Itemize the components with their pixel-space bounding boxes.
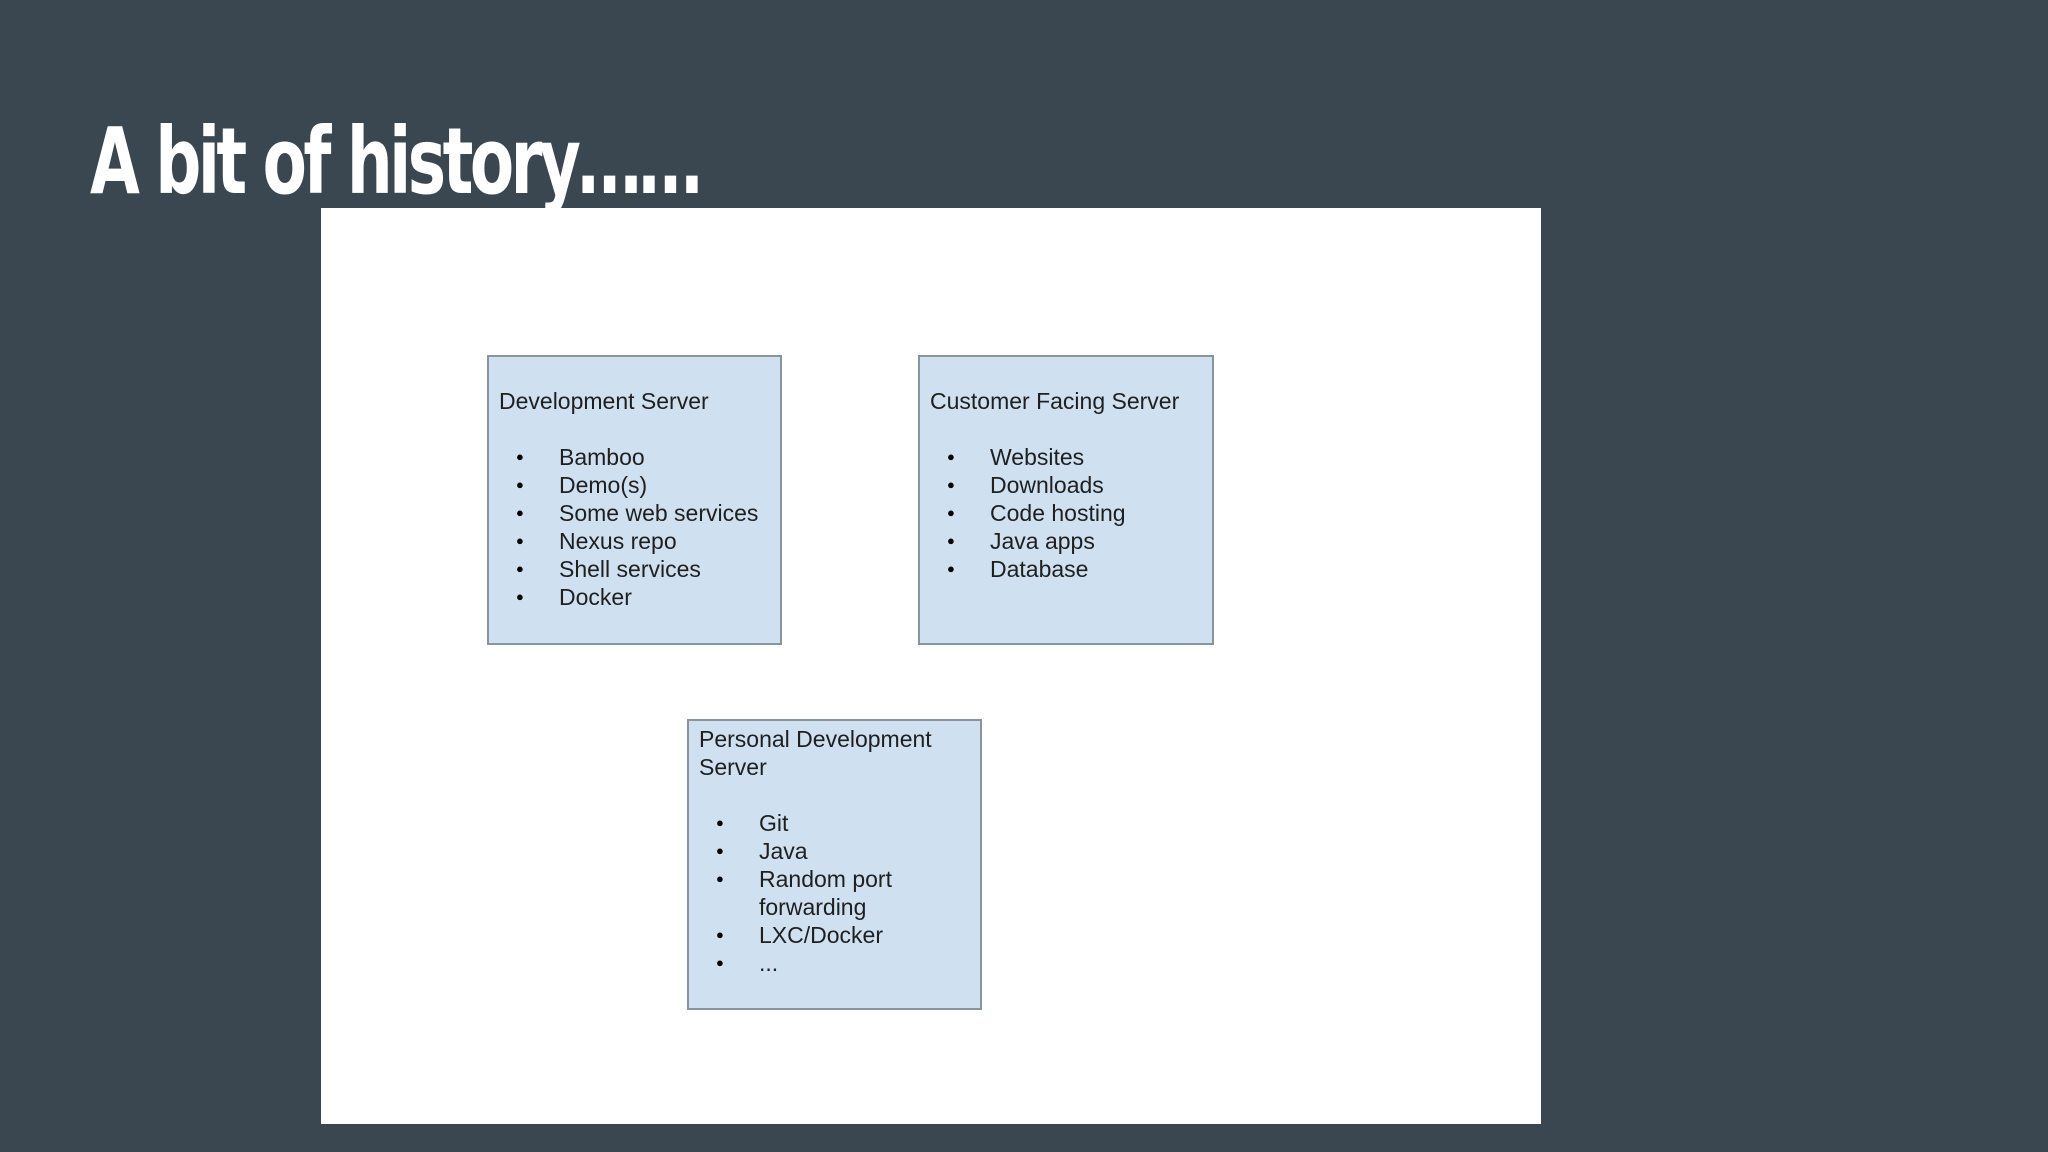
list-item: Docker: [499, 583, 770, 611]
list-item: Code hosting: [930, 499, 1202, 527]
box-list: Bamboo Demo(s) Some web services Nexus r…: [499, 443, 770, 611]
personal-development-server-box: Personal Development Server Git Java Ran…: [687, 719, 982, 1010]
development-server-box: Development Server Bamboo Demo(s) Some w…: [487, 355, 782, 645]
list-item: Some web services: [499, 499, 770, 527]
box-title: Customer Facing Server: [930, 388, 1180, 414]
list-item: LXC/Docker: [699, 921, 970, 949]
list-item: Bamboo: [499, 443, 770, 471]
list-item: Nexus repo: [499, 527, 770, 555]
list-item: Random port forwarding: [699, 865, 970, 921]
list-item: Database: [930, 555, 1202, 583]
box-title: Development Server: [499, 388, 709, 414]
box-list: Websites Downloads Code hosting Java app…: [930, 443, 1202, 583]
list-item: ...: [699, 949, 970, 977]
customer-facing-server-box: Customer Facing Server Websites Download…: [918, 355, 1214, 645]
box-title: Personal Development Server: [699, 726, 932, 780]
diagram-canvas: Development Server Bamboo Demo(s) Some w…: [321, 208, 1541, 1124]
box-list: Git Java Random port forwarding LXC/Dock…: [699, 809, 970, 977]
list-item: Git: [699, 809, 970, 837]
list-item: Java apps: [930, 527, 1202, 555]
list-item: Demo(s): [499, 471, 770, 499]
list-item: Downloads: [930, 471, 1202, 499]
list-item: Websites: [930, 443, 1202, 471]
slide-title: A bit of history……: [90, 108, 703, 215]
list-item: Java: [699, 837, 970, 865]
list-item: Shell services: [499, 555, 770, 583]
